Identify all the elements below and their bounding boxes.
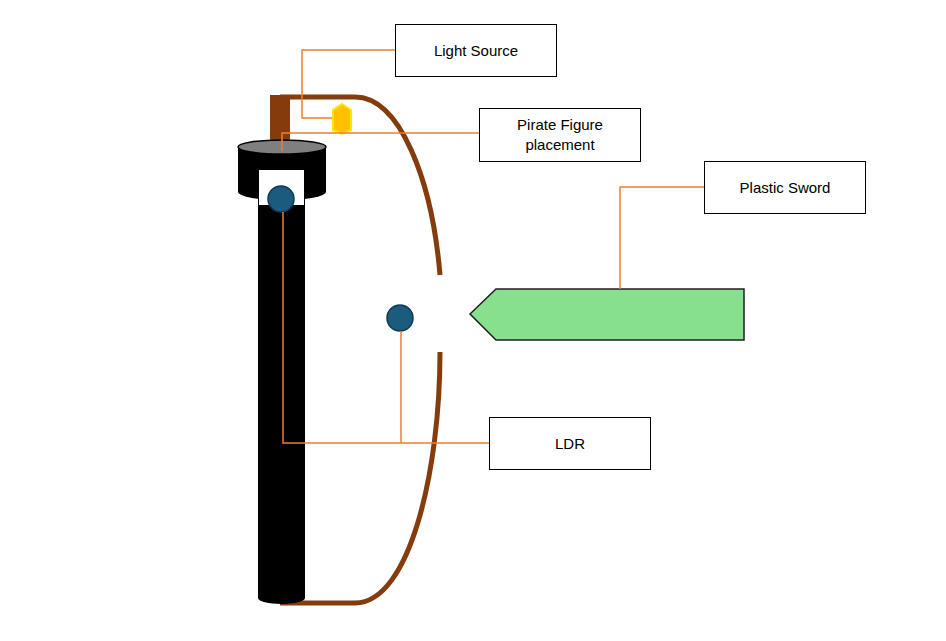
tube	[258, 185, 305, 598]
sword-shape	[470, 289, 744, 340]
frame-post	[270, 95, 290, 143]
ldr-symbol	[387, 305, 413, 331]
leader-line	[620, 187, 704, 289]
callout-label: Pirate Figure placement	[505, 115, 615, 155]
callout-box: Pirate Figure placement	[479, 108, 641, 162]
callout-label: LDR	[555, 434, 585, 454]
callout-box: Light Source	[395, 24, 557, 77]
callout-box: LDR	[489, 417, 651, 470]
leader-line	[282, 133, 479, 151]
callout-box: Plastic Sword	[704, 161, 866, 214]
leader-line	[302, 50, 395, 118]
leader-line	[283, 212, 489, 443]
light-source-symbol	[333, 104, 351, 134]
callout-label: Light Source	[434, 41, 518, 61]
callout-label: Plastic Sword	[740, 178, 831, 198]
ldr-symbol	[268, 186, 294, 212]
leader-line	[400, 331, 402, 443]
tube-base	[258, 592, 305, 604]
